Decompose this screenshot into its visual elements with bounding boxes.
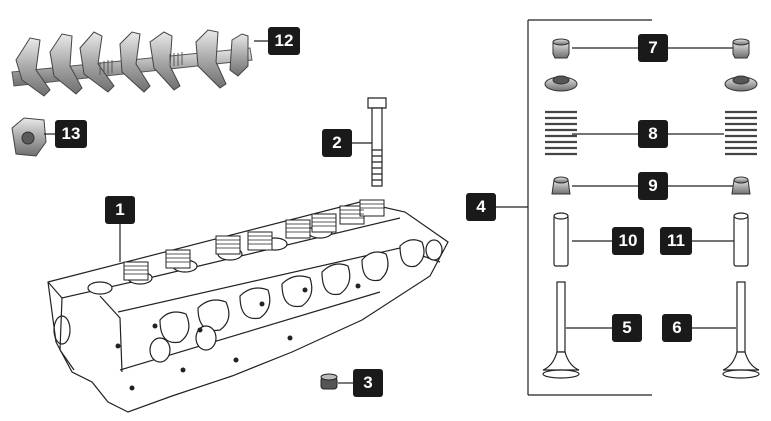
- callout-4: 4: [466, 193, 496, 221]
- callout-3: 3: [353, 369, 383, 397]
- callout-5: 5: [612, 314, 642, 342]
- callout-2: 2: [322, 129, 352, 157]
- rocker-pedestal-part: [11, 117, 47, 157]
- callout-11: 11: [660, 227, 692, 255]
- callout-7: 7: [638, 34, 668, 62]
- callout-9: 9: [638, 172, 668, 200]
- valve-collets: [552, 38, 750, 59]
- callout-13: 13: [55, 120, 87, 148]
- callout-8: 8: [638, 120, 668, 148]
- valve-stem-seals: [551, 176, 751, 195]
- valve-group-bracket: [496, 19, 652, 396]
- dowel-bush: [320, 373, 338, 390]
- valve-springs: [545, 110, 757, 156]
- head-bolt: [367, 97, 387, 187]
- spring-caps: [544, 75, 758, 92]
- callout-1: 1: [105, 196, 135, 224]
- callout-10: 10: [612, 227, 644, 255]
- valves: [542, 281, 760, 379]
- cylinder-head: [47, 199, 449, 413]
- callout-12: 12: [268, 27, 300, 55]
- callout-6: 6: [662, 314, 692, 342]
- valve-guides: [553, 212, 749, 267]
- rocker-shaft-assembly: [11, 29, 253, 97]
